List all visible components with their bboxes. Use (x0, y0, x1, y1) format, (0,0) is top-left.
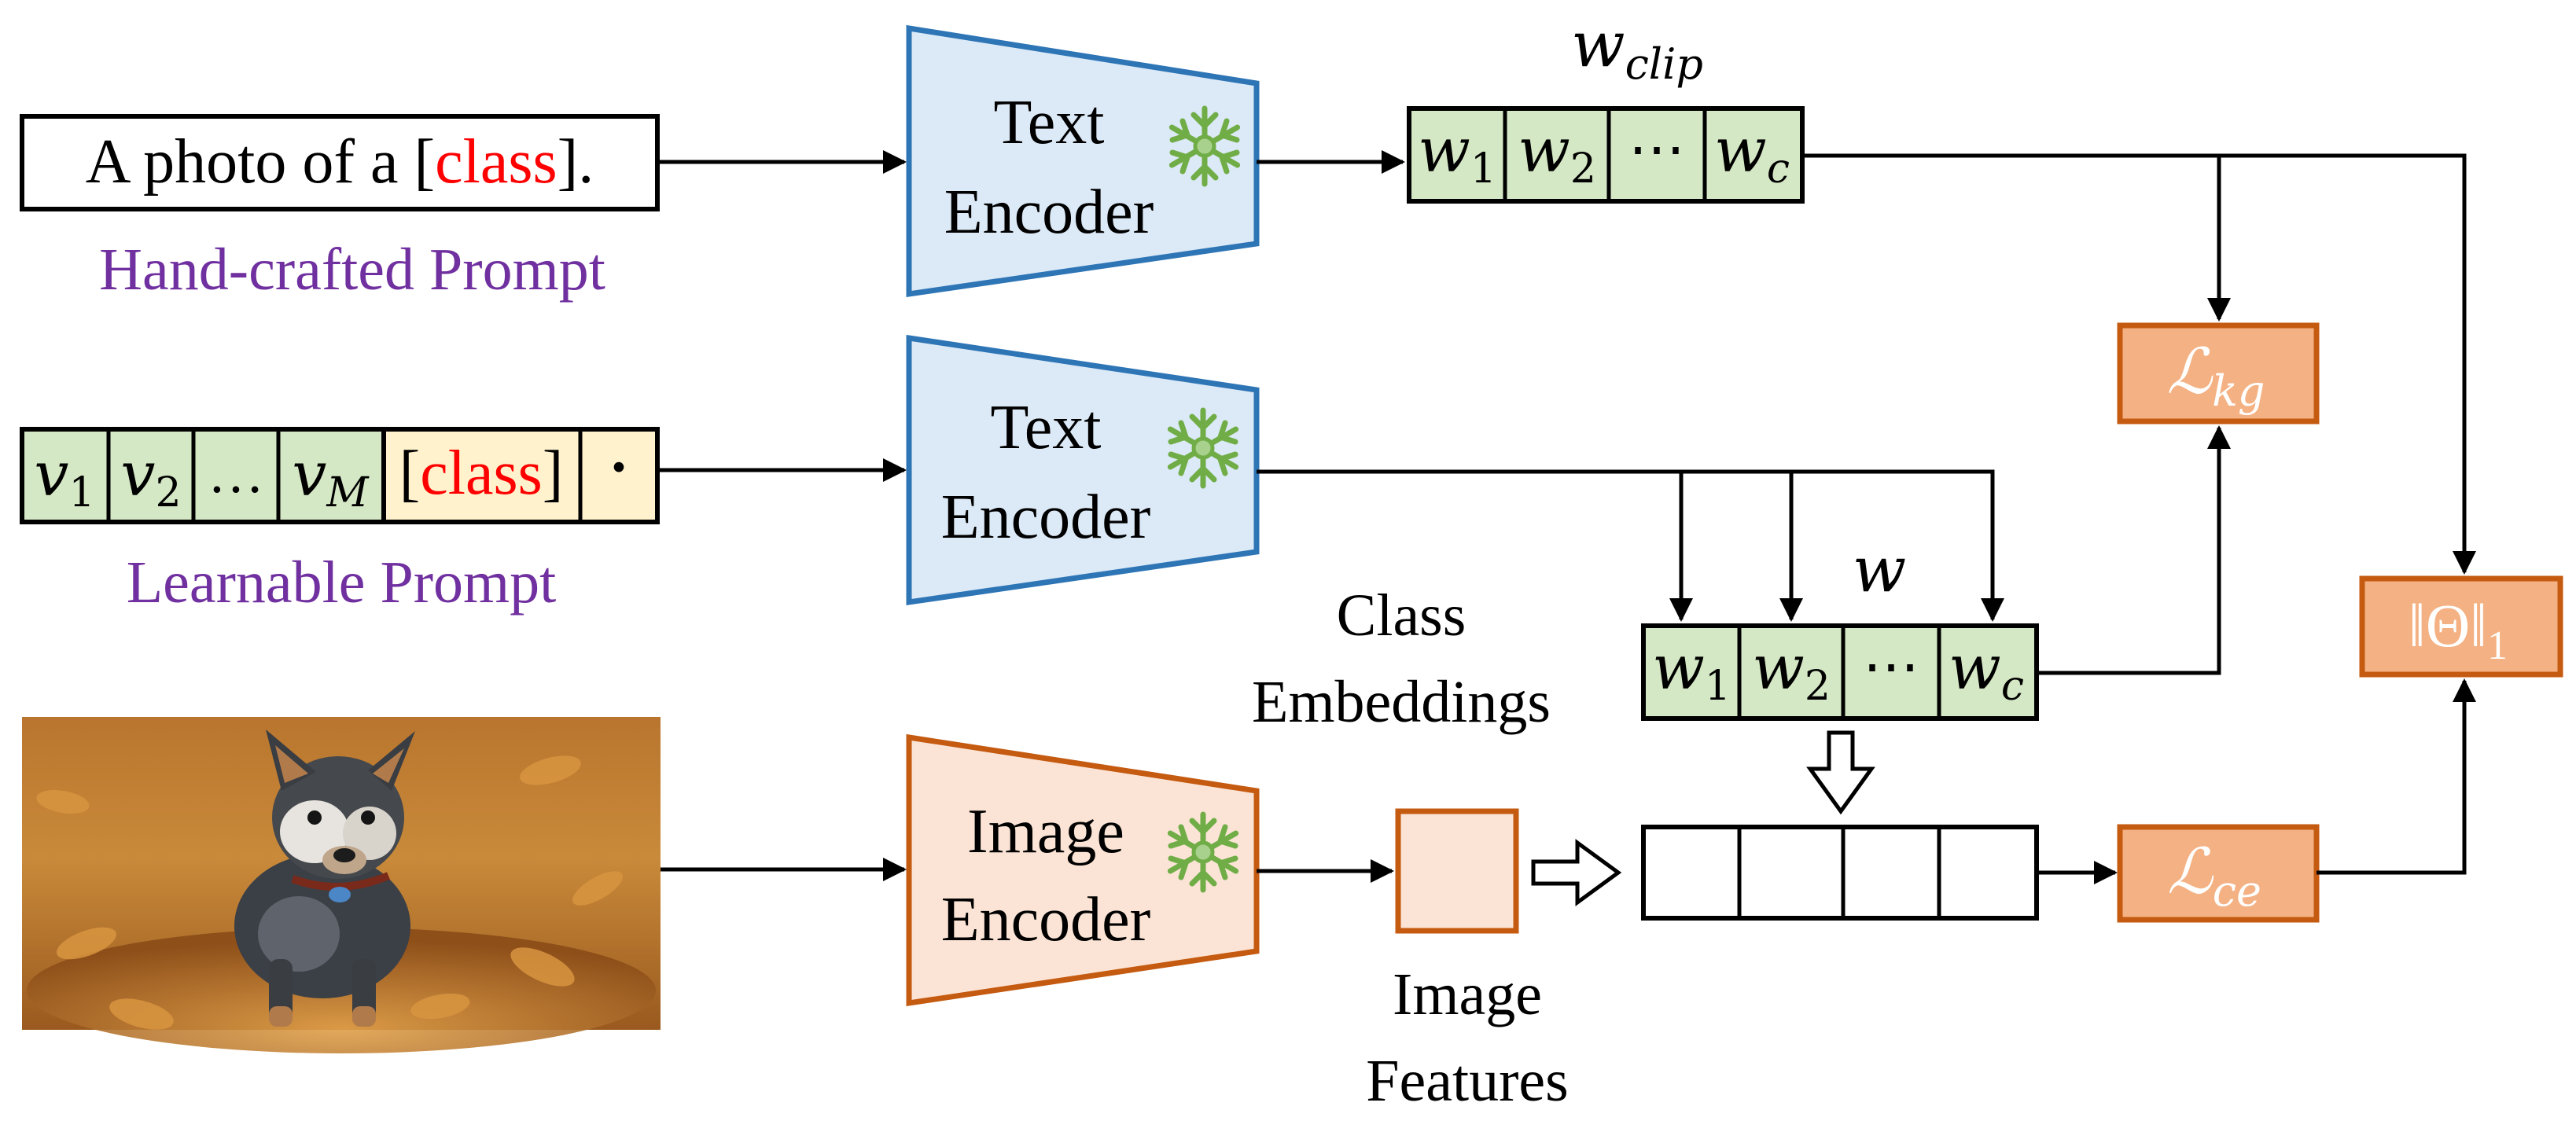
text-encoder-mid: Text Encoder (906, 334, 1260, 606)
image-encoder: Image Encoder (906, 733, 1260, 1007)
image-features-caption-line2: Features (1366, 1048, 1568, 1114)
class-embedding-cell-ellipsis: ⋯ (1863, 635, 1919, 698)
text-encoder-mid-line1: Text (990, 393, 1101, 462)
learnable-prompt-caption: Learnable Prompt (127, 549, 557, 616)
learnable-cell-m: vM (292, 439, 370, 516)
hand-prompt-caption: Hand-crafted Prompt (99, 237, 605, 303)
class-embedding-cell-c: wc (1949, 633, 2024, 710)
loss-kg: ℒkg (2117, 322, 2320, 425)
image-encoder-line1: Image (967, 797, 1124, 866)
arrow-class-embeddings-to-lkg (2037, 425, 2231, 675)
text-encoder-mid-line2: Encoder (941, 483, 1151, 552)
loss-ce: ℒce (2117, 824, 2320, 923)
wclip-cell-2: w2 (1518, 116, 1596, 193)
text-encoder-top-line1: Text (993, 88, 1104, 157)
loss-l1-label: ‖Θ‖1 (2409, 591, 2508, 668)
text-encoder-top: Text Encoder (906, 24, 1260, 298)
dog-photo (22, 717, 661, 1053)
learnable-class-token: [class] (399, 439, 564, 508)
wclip-vector: w1 w2 ⋯ wc (1407, 106, 1805, 204)
wclip-cell-1: w1 (1418, 116, 1496, 193)
hollow-down-arrow (1806, 730, 1875, 815)
class-embeddings-symbol: w (1853, 533, 1906, 606)
arrow-wclip-to-l1 (1802, 153, 2476, 575)
class-embeddings-vector: w1 w2 ⋯ wc (1641, 623, 2039, 721)
text-encoder-top-line2: Encoder (944, 178, 1154, 247)
hollow-right-arrow (1531, 839, 1622, 906)
class-embeddings-caption-line2: Embeddings (1252, 669, 1551, 735)
learnable-prompt-vector: v1 v2 … vM [class] · (20, 427, 660, 524)
class-embedding-cell-2: w2 (1752, 633, 1831, 710)
logits-vector (1641, 825, 2039, 921)
image-features-box (1395, 808, 1519, 934)
learnable-cell-1: v1 (34, 439, 94, 516)
learnable-cell-2: v2 (120, 439, 181, 516)
image-features-caption-line1: Image (1393, 961, 1542, 1027)
wclip-cell-c: wc (1714, 116, 1790, 193)
loss-l1-norm: ‖Θ‖1 (2359, 575, 2563, 678)
learnable-cell-ellipsis: … (208, 442, 264, 505)
loss-ce-label: ℒce (2167, 835, 2261, 916)
loss-kg-label: ℒkg (2167, 335, 2265, 416)
hand-prompt-text: A photo of a [class]. (86, 127, 594, 197)
arrow-text-encoder-to-wc (1257, 469, 2004, 622)
wclip-cell-ellipsis: ⋯ (1628, 118, 1685, 181)
arrow-lce-to-l1 (2317, 678, 2476, 875)
hand-crafted-prompt: A photo of a [class]. (20, 114, 660, 211)
wclip-label: wclip (1571, 8, 1703, 89)
class-embeddings-caption-line1: Class (1337, 583, 1466, 649)
class-embedding-cell-1: w1 (1652, 633, 1731, 710)
learnable-period-token: · (609, 432, 629, 501)
image-encoder-line2: Encoder (941, 885, 1151, 954)
